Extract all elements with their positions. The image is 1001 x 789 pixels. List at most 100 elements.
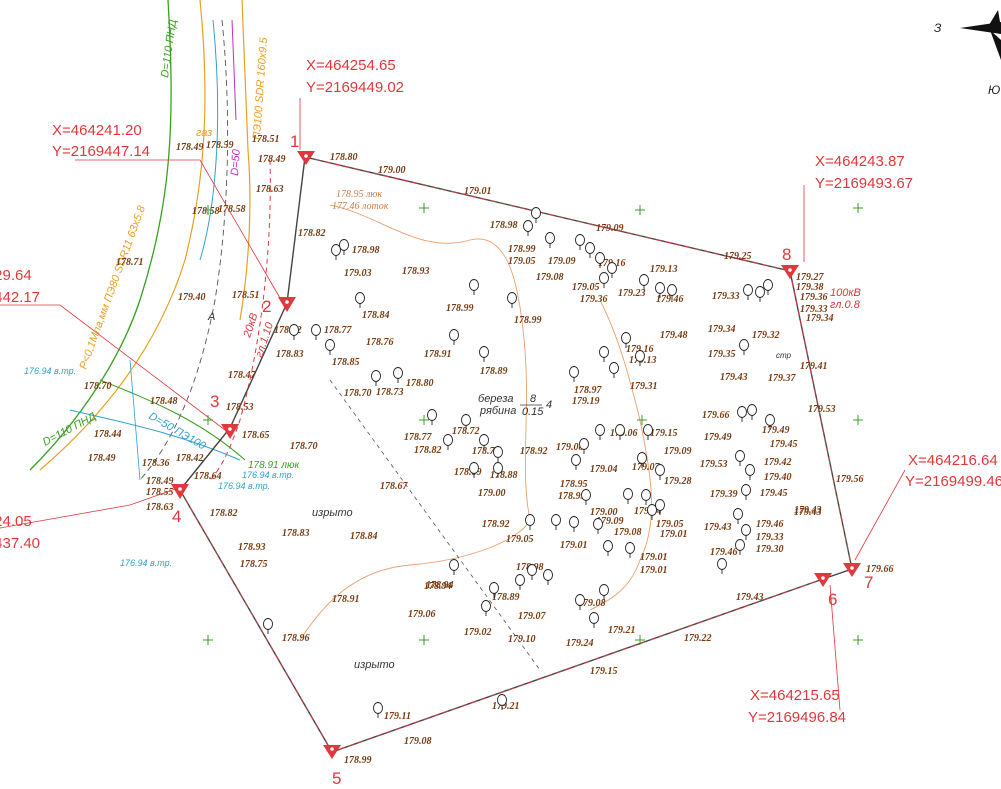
- elevation-label: 179.05: [656, 519, 684, 530]
- elevation-label: 179.45: [760, 488, 788, 499]
- elevation-label: 179.00: [590, 507, 618, 518]
- tree-icon: [545, 232, 555, 248]
- grid-cross-icon: [419, 415, 429, 425]
- elevation-label: 179.19: [572, 396, 600, 407]
- elevation-label: 178.73: [376, 387, 404, 398]
- tree-icon: [599, 346, 609, 362]
- elevation-label: 179.08: [556, 442, 584, 453]
- tree-icon: [735, 539, 745, 555]
- vertex-1-marker-icon: [297, 151, 315, 165]
- tree-icon: [603, 540, 613, 556]
- tree-icon: [507, 292, 517, 308]
- elevation-label: 179.34: [708, 324, 736, 335]
- tree-icon: [581, 489, 591, 505]
- grid-cross-icon: [635, 205, 645, 215]
- elevation-label: 179.66: [866, 564, 894, 575]
- elevation-label: 179.00: [478, 488, 506, 499]
- vertex-3-marker-icon: [221, 424, 239, 439]
- elevation-label: 178.83: [276, 349, 304, 360]
- elevation-label: 179.37: [768, 373, 797, 384]
- elevation-label: 178.91: [332, 594, 360, 605]
- stolb-label: стр: [776, 351, 792, 360]
- compass-west-label: З: [934, 21, 942, 35]
- elevation-label: 179.05: [508, 256, 536, 267]
- elevation-label: 179.30: [756, 544, 784, 555]
- elevation-label: 179.05: [572, 282, 600, 293]
- vertex-2-label: 2: [262, 297, 271, 316]
- tree-icon: [443, 434, 453, 450]
- vertex-4-label: 4: [172, 507, 181, 526]
- elevation-label: 179.08: [614, 527, 642, 538]
- tree-icon: [393, 367, 403, 383]
- tree-icon: [449, 329, 459, 345]
- elevation-label: 179.36: [580, 294, 608, 305]
- elevation-label: 178.36: [142, 458, 170, 469]
- point4-y: Y=2169437.40: [0, 535, 40, 552]
- dug-area-2-label: изрыто: [354, 659, 395, 671]
- elevation-label: 179.09: [596, 516, 624, 527]
- vertex-6-marker-icon: [814, 573, 832, 587]
- elevation-label: 179.45: [770, 439, 798, 450]
- tree-icon: [371, 370, 381, 386]
- elevation-label: 178.99: [446, 303, 474, 314]
- svg-text:0.15: 0.15: [522, 406, 544, 418]
- elevation-label: 179.46: [710, 547, 738, 558]
- elevation-label: 179.05: [506, 534, 534, 545]
- cable-100-depth-label: гл.0.8: [830, 299, 861, 311]
- tree-icon: [599, 272, 609, 288]
- elevation-label: 178.80: [330, 152, 358, 163]
- tree-icon: [615, 424, 625, 440]
- vertex-5-marker-icon: [323, 745, 341, 759]
- compass-rose-icon: З Ю: [934, 10, 1001, 97]
- grid-cross-icon: [635, 635, 645, 645]
- elevation-label: 179.33: [756, 532, 784, 543]
- elevation-label: 178.70: [84, 381, 112, 392]
- elevation-label: 179.09: [596, 223, 624, 234]
- tree-icon: [489, 582, 499, 598]
- pipe-bottom-4-label: 176.94 в.тр.: [120, 558, 172, 568]
- tree-icon: [585, 242, 595, 258]
- elevation-label: 179.16: [626, 344, 654, 355]
- elevation-label: 178.44: [94, 429, 122, 440]
- tree-icon: [575, 594, 585, 610]
- elevation-label: 179.66: [702, 410, 730, 421]
- tree-icon: [609, 362, 619, 378]
- elevation-label: 178.74: [472, 446, 500, 457]
- svg-text:береза: береза: [478, 393, 514, 405]
- elevation-label: 179.07: [632, 462, 661, 473]
- point1-y: Y=2169449.02: [306, 79, 404, 96]
- tree-icon: [551, 514, 561, 530]
- tree-icon: [643, 424, 653, 440]
- point2-x: X=464241.20: [52, 122, 142, 139]
- elevation-label: 178.93: [238, 542, 266, 553]
- coord-leaders: [0, 98, 906, 711]
- elevation-label: 178.98: [490, 220, 518, 231]
- elevation-label: 178.99: [508, 244, 536, 255]
- tree-icon: [515, 574, 525, 590]
- vertex-2-marker-icon: [278, 297, 296, 312]
- tree-icon: [595, 424, 605, 440]
- grid-cross-icon: [203, 635, 213, 645]
- elevation-label: 178.91: [424, 349, 452, 360]
- tree-icon: [607, 262, 617, 278]
- tree-icon: [523, 220, 533, 236]
- elevation-label: 179.21: [492, 701, 520, 712]
- contour-lines: [299, 204, 652, 671]
- tree-icon: [625, 542, 635, 558]
- elevation-label: 178.97: [574, 385, 603, 396]
- elevation-label: 178.93: [402, 266, 430, 277]
- tree-icon: [595, 252, 605, 268]
- point8-y: Y=2169493.67: [815, 175, 913, 192]
- pipe-bottom-3-label: 176.94 в.тр.: [218, 481, 270, 491]
- tree-species-note: береза рябина 8 0.15 4: [478, 393, 552, 418]
- tree-icon: [469, 279, 479, 295]
- utility-lines: [29, 0, 271, 481]
- elevation-label: 178.94: [426, 580, 454, 591]
- elevation-label: 178.96: [282, 633, 310, 644]
- point2-y: Y=2169447.14: [52, 143, 150, 160]
- elevation-label: 178.59: [206, 140, 234, 151]
- tree-icon: [493, 462, 503, 478]
- vertex-3-label: 3: [210, 392, 219, 411]
- section-a-label: А: [207, 311, 215, 323]
- tree-icon: [755, 286, 765, 302]
